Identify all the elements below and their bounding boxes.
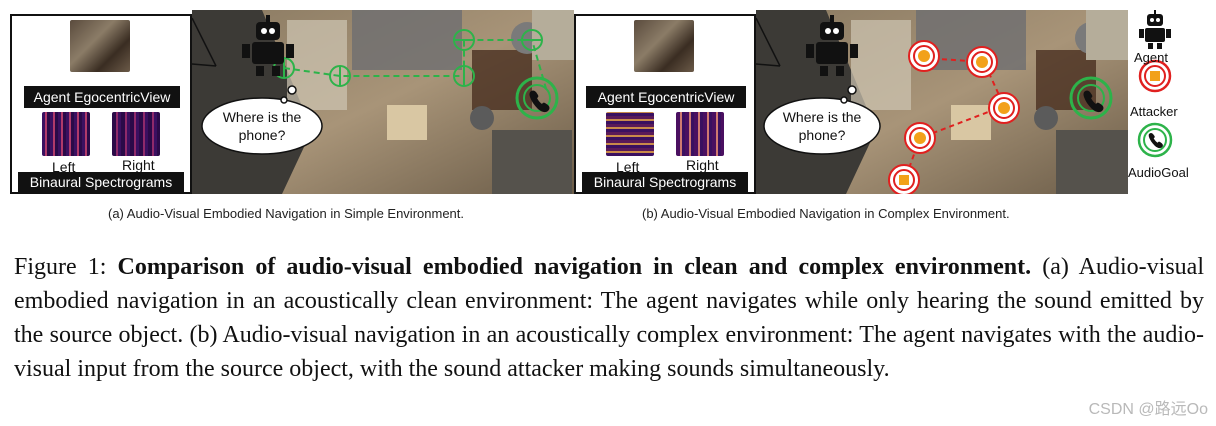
legend-audiogoal-icon	[1137, 122, 1173, 158]
inset-b: Agent EgocentricView Left Right Binaural…	[574, 14, 756, 194]
legend-attacker-icon	[1138, 59, 1172, 93]
right-label-a: Right	[122, 157, 155, 173]
legend-agent-icon	[1139, 10, 1171, 49]
left-spectrogram-b	[606, 112, 654, 156]
left-label-b: Left	[616, 159, 640, 175]
attacker-markers	[888, 40, 1020, 194]
left-spectrogram-a	[42, 112, 90, 156]
spectrogram-label-b: Binaural Spectrograms	[582, 172, 748, 192]
figure-caption: Figure 1: Comparison of audio-visual emb…	[14, 250, 1204, 386]
watermark: CSDN @路远Oo	[1088, 401, 1208, 418]
caption-body: (a) Audio-visual embodied navigation in …	[14, 254, 1205, 382]
subcaption-a: (a) Audio-Visual Embodied Navigation in …	[108, 206, 465, 221]
scene-b: Where is the phone?	[756, 10, 1128, 194]
egocentric-thumbnail-a	[70, 20, 130, 72]
spectrogram-label-a: Binaural Spectrograms	[18, 172, 184, 192]
egocentric-label-a: Agent EgocentricView	[24, 86, 180, 108]
legend-attacker-label: Attacker	[1130, 104, 1178, 119]
legend-audiogoal-label: AudioGoal	[1128, 165, 1189, 180]
right-label-b: Right	[686, 157, 719, 173]
right-spectrogram-b	[676, 112, 724, 156]
bubble-text-a: Where is the phone?	[222, 109, 302, 143]
scene-a: Where is the phone?	[192, 10, 574, 194]
legend: Agent Attacker AudioGoal	[1128, 8, 1212, 194]
egocentric-label-b: Agent EgocentricView	[586, 86, 746, 108]
caption-prefix: Figure 1:	[14, 254, 118, 280]
robot-icon-a	[242, 15, 294, 76]
legend-agent-label: Agent	[1134, 50, 1168, 65]
panel-b: Where is the phone? Agent EgocentricView…	[572, 8, 1128, 194]
callout-lines-a	[192, 17, 217, 67]
thought-bubble-a	[201, 85, 323, 155]
egocentric-thumbnail-b	[634, 20, 694, 72]
right-spectrogram-a	[112, 112, 160, 156]
phone-icon-b	[1083, 90, 1104, 113]
thought-bubble-b	[763, 85, 881, 155]
callout-lines-b	[756, 17, 781, 67]
robot-icon-b	[806, 15, 858, 76]
left-label-a: Left	[52, 159, 76, 175]
bubble-text-b: Where is the phone?	[782, 109, 862, 143]
caption-title: Comparison of audio-visual embodied navi…	[117, 254, 1032, 280]
panel-a: Where is the phone? Agent EgocentricView…	[8, 8, 574, 194]
phone-icon-a	[529, 90, 550, 113]
inset-a: Agent EgocentricView Left Right Binaural…	[10, 14, 192, 194]
subcaption-b: (b) Audio-Visual Embodied Navigation in …	[642, 206, 1010, 221]
